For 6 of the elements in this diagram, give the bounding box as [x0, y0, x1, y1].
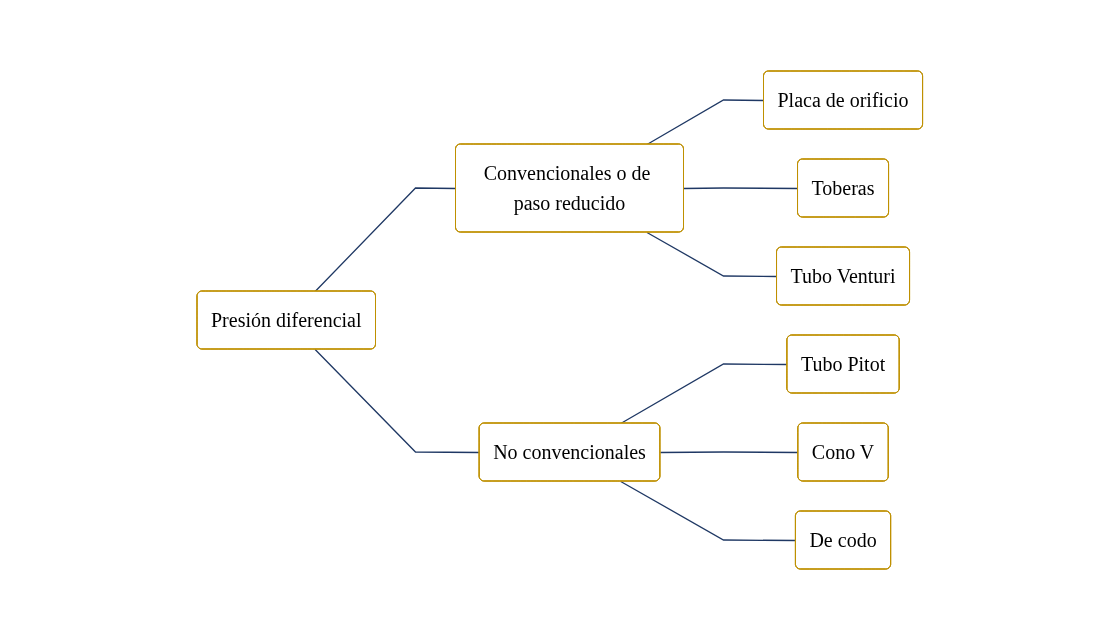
connector — [646, 231, 778, 277]
connector — [659, 450, 799, 453]
connector — [314, 348, 480, 453]
connector — [314, 186, 457, 292]
connector — [619, 480, 797, 541]
connector — [683, 186, 799, 189]
